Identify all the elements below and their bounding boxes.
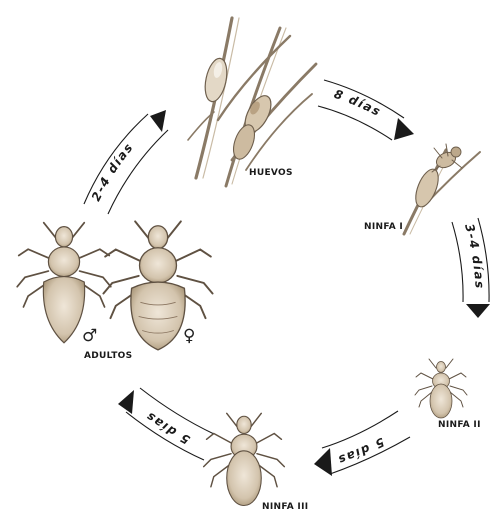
duration-label: 3-4 días bbox=[462, 222, 487, 290]
arrow-ninfa3-to-adultos: 5 días bbox=[118, 388, 214, 460]
arrowhead-icon bbox=[150, 110, 166, 132]
nymph-1-illustration bbox=[404, 144, 480, 234]
svg-text:2-4 días: 2-4 días bbox=[89, 140, 137, 204]
stage-label-ninfa1: NINFA I bbox=[364, 222, 403, 232]
stage-label-ninfa2: NINFA II bbox=[438, 420, 481, 430]
adult-female-louse-illustration bbox=[103, 221, 212, 349]
svg-text:3-4 días: 3-4 días bbox=[462, 222, 487, 290]
stage-label-huevos: HUEVOS bbox=[249, 168, 293, 178]
nymph-3-illustration bbox=[204, 413, 285, 505]
arrowhead-icon bbox=[314, 448, 332, 476]
arrow-huevos-to-ninfa1: 8 días bbox=[318, 80, 414, 140]
arrow-adultos-to-huevos: 2-4 días bbox=[84, 110, 168, 214]
female-symbol-icon: ♀ bbox=[183, 326, 195, 346]
adult-male-louse-illustration bbox=[17, 223, 111, 343]
arrow-ninfa2-to-ninfa3: 5 días bbox=[314, 411, 410, 476]
eggs-on-hair-illustration bbox=[188, 18, 316, 186]
nymph-2-illustration bbox=[415, 359, 467, 418]
svg-text:5 días: 5 días bbox=[335, 435, 386, 468]
stage-label-ninfa3: NINFA III bbox=[262, 502, 308, 512]
arrowhead-icon bbox=[394, 118, 414, 140]
arrowhead-icon bbox=[466, 304, 490, 318]
arrow-ninfa1-to-ninfa2: 3-4 días bbox=[452, 218, 490, 318]
duration-label: 5 días bbox=[335, 435, 386, 468]
male-symbol-icon: ♂ bbox=[82, 326, 97, 346]
stage-label-adultos: ADULTOS bbox=[84, 351, 132, 361]
arrowhead-icon bbox=[118, 390, 134, 414]
duration-label: 2-4 días bbox=[89, 140, 137, 204]
